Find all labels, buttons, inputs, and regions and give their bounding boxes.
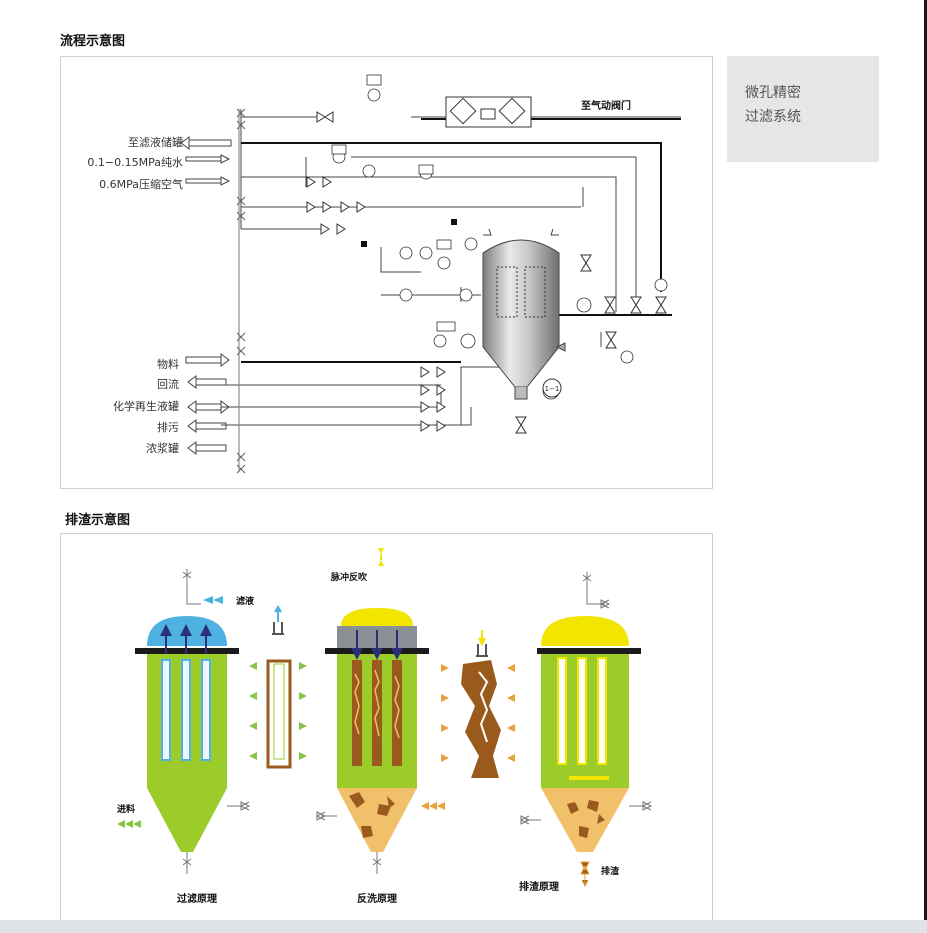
pulse-backblow-label: 脉冲反吹: [330, 571, 368, 583]
label-feed-material: 物料: [157, 357, 179, 371]
label-slurry-tank: 浓浆罐: [146, 441, 179, 455]
slag-diagram-svg: 滤液 进料 过滤原理: [117, 548, 653, 905]
to-actuator-label: 至气动阀门: [581, 99, 631, 112]
filtrate-label: 滤液: [236, 595, 255, 607]
side-label-line1: 微孔精密: [745, 85, 801, 101]
label-pure-water: 0.1−0.15MPa纯水: [87, 156, 183, 169]
right-edge-rule: [924, 0, 927, 920]
label-to-filtrate-tank: 至滤液储罐: [128, 135, 183, 149]
discharge-vessel: 排渣 排渣原理: [519, 572, 653, 893]
discharge-label: 排渣: [601, 865, 620, 877]
slag-diagram-title: 排渣示意图: [65, 513, 131, 528]
backwash-vessel: 脉冲反吹 反洗原理: [315, 548, 445, 905]
label-reflux: 回流: [157, 377, 179, 391]
vessel-tag: 1−1: [545, 385, 560, 393]
slag-diagram-panel: 滤液 进料 过滤原理: [60, 533, 713, 924]
side-label-line2: 过滤系统: [745, 109, 801, 125]
bottom-bar: [0, 920, 927, 933]
filter-element-clean: [249, 605, 307, 769]
side-label-box: 微孔精密 过滤系统: [727, 56, 879, 162]
caption-filtration: 过滤原理: [177, 892, 217, 905]
label-chemical-regen: 化学再生液罐: [113, 399, 179, 413]
label-drain: 排污: [157, 420, 179, 434]
flow-diagram-panel: 1−1 至气动阀门 至滤液储罐 0.1−0.15MPa纯水 0.6MPa压缩空气…: [60, 56, 713, 489]
feed-label: 进料: [117, 803, 135, 815]
label-compressed-air: 0.6MPa压缩空气: [99, 177, 183, 191]
caption-discharge: 排渣原理: [519, 880, 559, 893]
flow-diagram-title: 流程示意图: [60, 34, 126, 49]
caption-backwash: 反洗原理: [357, 892, 397, 905]
filter-element-cake: [441, 630, 515, 778]
flow-diagram-svg: 1−1 至气动阀门 至滤液储罐 0.1−0.15MPa纯水 0.6MPa压缩空气…: [87, 74, 681, 474]
filtration-vessel: 滤液 进料 过滤原理: [117, 569, 255, 905]
